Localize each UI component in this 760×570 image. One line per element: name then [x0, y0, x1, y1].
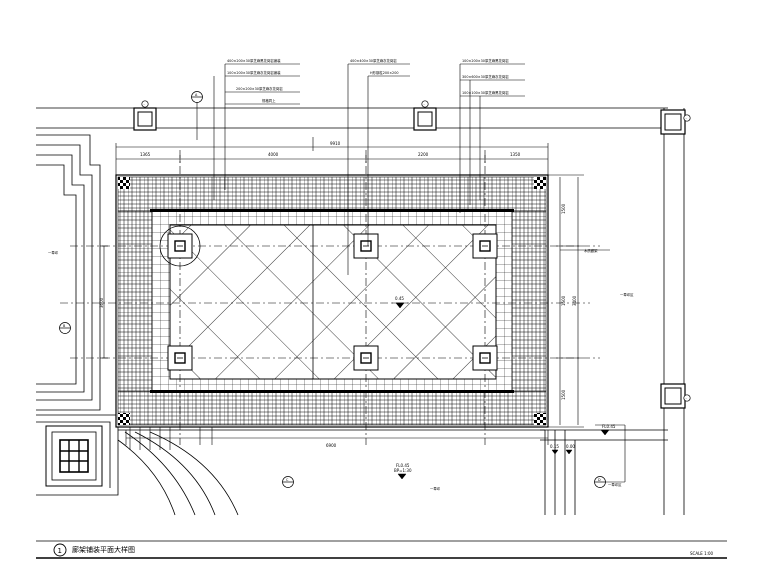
- drawing-scale: SCALE 1:00: [690, 551, 714, 556]
- bottom-area-label: 一草坪: [430, 486, 441, 491]
- callout-right-3: 100×100×30厚芝麻黑花岗岩: [462, 90, 509, 95]
- segment-dimension-3: 2200: [418, 152, 429, 157]
- overall-width-dimension: 9910: [330, 141, 341, 146]
- callout-mid-1: 400×400×30厚芝麻灰花岗岩: [350, 58, 397, 63]
- dimension-lines: [100, 137, 584, 450]
- column-marker-4: [660, 383, 686, 409]
- right-dimension-2: 1500: [561, 295, 566, 306]
- drawing-title: 廊架铺装平面大样图: [72, 545, 135, 554]
- column-marker-3: [660, 109, 686, 135]
- index-col-3: -: [686, 117, 688, 121]
- right-dimension-1: 1500: [561, 203, 566, 214]
- index-bottom-right: D: [598, 478, 601, 482]
- elevation-step-2: 0.00: [566, 444, 575, 449]
- bottom-width-dimension: 6900: [326, 443, 337, 448]
- callout-left-2: 100×200×30厚芝麻灰花岗岩铺装: [227, 70, 281, 75]
- elevation-markers: [392, 302, 610, 480]
- index-left: B: [63, 324, 66, 328]
- index-col-2: -: [424, 103, 426, 107]
- column-marker-2: [413, 107, 437, 131]
- callout-left-4: 规格同上: [262, 98, 276, 103]
- left-height-dimension: 3600: [99, 297, 104, 308]
- paving-area: [115, 174, 549, 428]
- index-top-left: A: [195, 93, 198, 97]
- left-area-label: 一草坪: [48, 250, 59, 255]
- index-circles: [59, 91, 606, 488]
- title-underline: [36, 540, 727, 559]
- elevation-center: 0.45: [395, 296, 404, 301]
- context-lines: [36, 107, 685, 516]
- elevation-right: FL0.45: [602, 424, 616, 429]
- right-dimension-3: 1500: [561, 389, 566, 400]
- elevation-bottom-ratio: BP=1:30: [394, 468, 412, 473]
- bottom-right-leader-label: 一草坪区: [608, 482, 622, 487]
- index-col-4: -: [686, 397, 688, 401]
- segment-dimension-4: 1350: [510, 152, 521, 157]
- column-bases: [60, 150, 600, 445]
- elevation-step-1: 0.15: [550, 444, 559, 449]
- callout-right-1: 100×200×30厚芝麻黑花岗岩: [462, 58, 509, 63]
- drawing-number: 1: [58, 547, 62, 555]
- lattice-box: [45, 425, 103, 487]
- callout-left-3: 200×200×30厚芝麻灰花岗岩: [236, 86, 283, 91]
- segment-dimension-2: 4000: [268, 152, 279, 157]
- column-markers: [133, 100, 691, 409]
- segment-dimension-1: 1365: [140, 152, 151, 157]
- callout-leaders: [196, 63, 626, 483]
- right-total-dimension: 3400: [572, 295, 577, 306]
- index-col-1: -: [144, 103, 146, 107]
- index-bottom: C: [286, 478, 289, 482]
- callout-left-1: 400×200×30厚芝麻黑花岗岩铺装: [227, 58, 281, 63]
- column-marker-1: [133, 107, 157, 131]
- elevation-bottom: FL0.45: [396, 463, 410, 468]
- right-leader-label: 木质廊架: [584, 248, 598, 253]
- text-labels: 9910 1365 4000 2200 1350 6900 3600 1500 …: [48, 58, 714, 556]
- right-area-label: 一草坪区: [620, 292, 634, 297]
- callout-right-2: 300×600×30厚芝麻灰花岗岩: [462, 74, 509, 79]
- callout-mid-2: H形钢柱200×200: [370, 70, 399, 75]
